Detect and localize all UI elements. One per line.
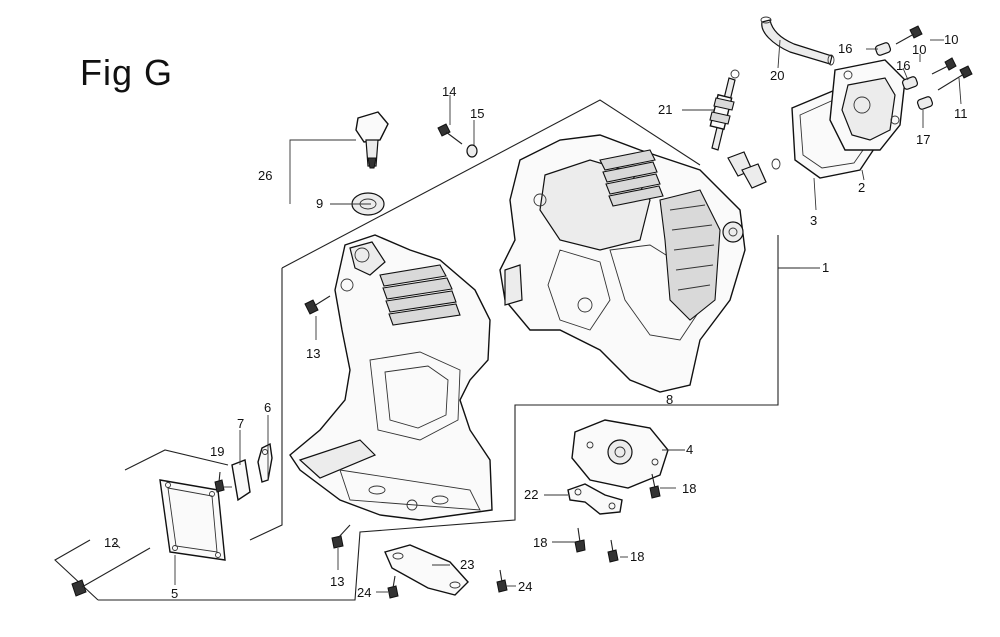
callout-23: 23 [460,557,474,572]
callout-4: 4 [686,442,693,457]
callout-6: 6 [264,400,271,415]
callout-24a: 24 [357,585,371,600]
callout-7: 7 [237,416,244,431]
callout-22: 22 [524,487,538,502]
small-parts-6-7-19 [214,442,273,502]
engine-block-left [289,234,493,521]
bolts-24 [387,569,508,599]
crankcase-block [499,134,746,393]
callout-24b: 24 [518,579,532,594]
callout-18a: 18 [682,481,696,496]
breather-tube [760,16,835,66]
side-plate [159,479,226,561]
callout-26: 26 [258,168,272,183]
cylinder-fins [599,149,721,321]
callout-2: 2 [858,180,865,195]
callout-1: 1 [822,260,829,275]
bracket-22 [567,483,623,515]
figure-title: Fig G [80,52,174,93]
callout-20: 20 [770,68,784,83]
callout-18b: 18 [533,535,547,550]
callout-12: 12 [104,535,118,550]
bolt-14-washer-15 [437,123,478,158]
spark-plug [709,69,740,151]
callout-14: 14 [442,84,456,99]
head-cover-group [791,25,973,179]
callout-18c: 18 [630,549,644,564]
dowel-pins [727,151,781,189]
callout-labels: 1 2 3 4 5 6 7 8 9 10 10 11 12 13 13 14 1… [104,32,968,601]
callout-10b: 10 [912,42,926,57]
callout-21: 21 [658,102,672,117]
bolt-13-upper [304,295,331,315]
bolt-13-lower [331,524,351,549]
long-bolt-12 [71,547,151,597]
bolts-18 [574,473,661,563]
callout-8: 8 [666,392,673,407]
callout-13b: 13 [330,574,344,589]
oil-gauge [351,111,389,216]
callout-16a: 16 [838,41,852,56]
callout-9: 9 [316,196,323,211]
left-cylinder-fins [379,264,461,326]
callout-10a: 10 [944,32,958,47]
callout-3: 3 [810,213,817,228]
callout-5: 5 [171,586,178,601]
leader-lines [113,39,962,593]
callout-19: 19 [210,444,224,459]
callout-11: 11 [954,106,968,121]
bracket-23 [384,544,469,596]
callout-16b: 16 [896,58,910,73]
callout-15: 15 [470,106,484,121]
crankcase-cover [571,419,669,489]
callout-17: 17 [916,132,930,147]
callout-13a: 13 [306,346,320,361]
